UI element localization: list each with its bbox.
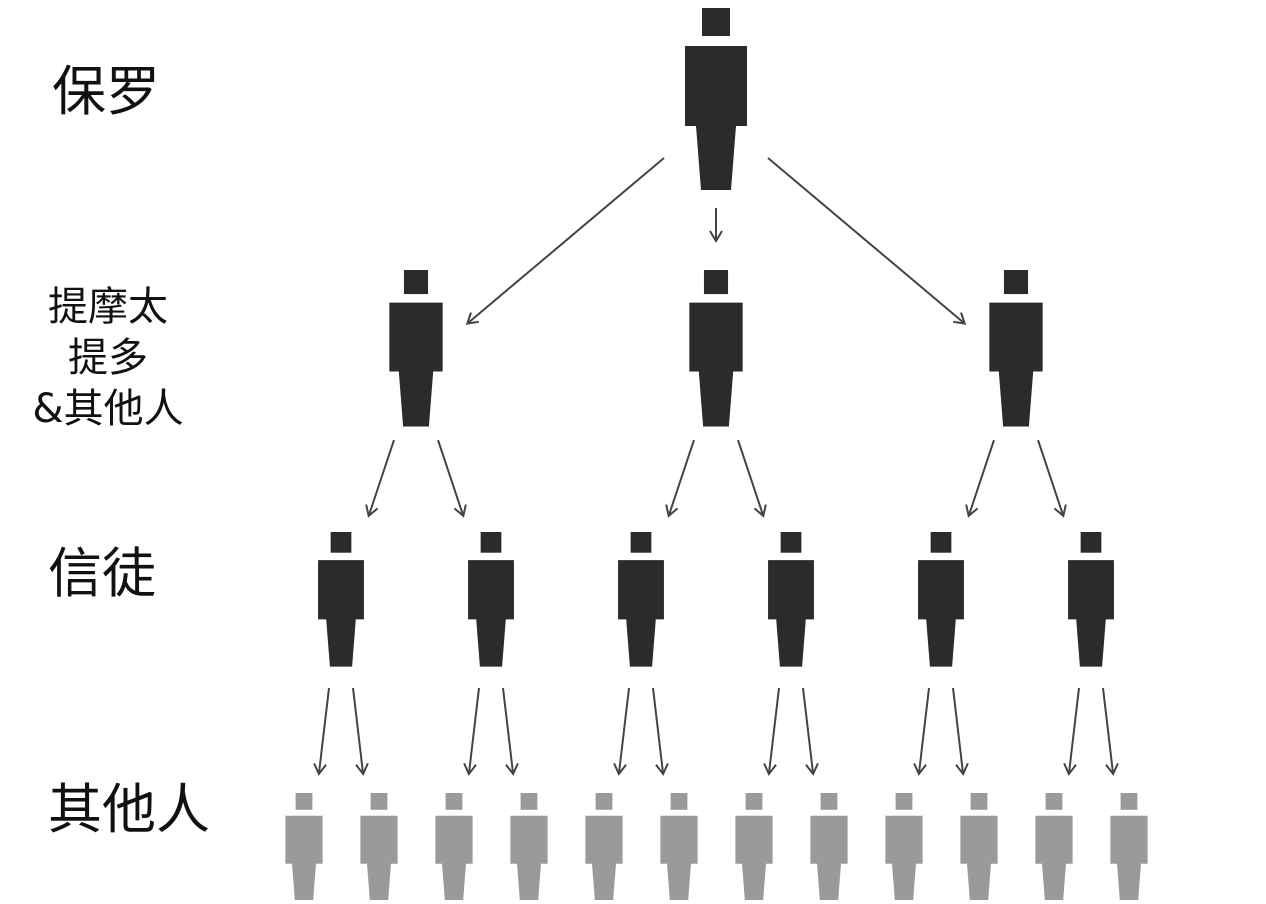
arrow-l2-5-right bbox=[952, 687, 969, 776]
person-icon-others-8 bbox=[810, 793, 848, 903]
person-icon-others-1 bbox=[285, 793, 323, 903]
person-body bbox=[918, 560, 964, 667]
level-label-line-1: 提摩太 bbox=[48, 284, 168, 330]
arrow-l1-3-left bbox=[965, 439, 995, 518]
arrow-l2-3-left bbox=[613, 687, 630, 776]
person-head bbox=[745, 793, 763, 810]
arrow-l1-3-right bbox=[1037, 439, 1067, 518]
arrow-l2-1-right bbox=[352, 687, 369, 776]
level-label-line-2: 提多 bbox=[68, 335, 148, 382]
arrow-l2-1-left bbox=[313, 687, 330, 776]
person-body bbox=[660, 815, 698, 903]
person-head bbox=[295, 793, 313, 810]
person-body bbox=[389, 302, 443, 427]
person-head bbox=[895, 793, 913, 810]
person-body bbox=[468, 560, 514, 667]
person-head bbox=[480, 532, 502, 553]
person-head bbox=[780, 532, 802, 553]
person-head bbox=[1080, 532, 1102, 553]
arrow-l1-2-left bbox=[665, 439, 695, 518]
person-head bbox=[520, 793, 538, 810]
arrow-l2-5-left bbox=[913, 687, 930, 776]
person-icon-believers-6 bbox=[1068, 532, 1114, 667]
person-icon-believers-2 bbox=[468, 532, 514, 667]
person-icon-others-11 bbox=[1035, 793, 1073, 903]
person-body bbox=[285, 815, 323, 903]
arrow-l2-3-right bbox=[652, 687, 669, 776]
person-body bbox=[1110, 815, 1148, 903]
person-body bbox=[1068, 560, 1114, 667]
level-label-timothy-titus: 提摩太 提多 &其他人 bbox=[20, 282, 196, 436]
person-head bbox=[403, 270, 429, 295]
person-icon-others-7 bbox=[735, 793, 773, 903]
arrow-l1-1-right bbox=[437, 439, 467, 518]
arrows-layer bbox=[313, 157, 1119, 776]
person-icon-others-5 bbox=[585, 793, 623, 903]
level-label-believers: 信徒 bbox=[48, 542, 156, 605]
arrow-paul-to-right bbox=[767, 157, 967, 325]
arrow-l2-4-left bbox=[763, 687, 780, 776]
person-body bbox=[318, 560, 364, 667]
person-head bbox=[930, 532, 952, 553]
person-icon-paul-1 bbox=[685, 8, 747, 190]
person-body bbox=[1035, 815, 1073, 903]
person-icon-timothy-titus-2 bbox=[689, 270, 743, 427]
person-body bbox=[685, 46, 747, 190]
person-body bbox=[885, 815, 923, 903]
person-icon-others-3 bbox=[435, 793, 473, 903]
person-head bbox=[703, 270, 729, 295]
person-icon-believers-4 bbox=[768, 532, 814, 667]
person-icon-others-9 bbox=[885, 793, 923, 903]
person-body bbox=[989, 302, 1043, 427]
person-icon-others-10 bbox=[960, 793, 998, 903]
person-head bbox=[370, 793, 388, 810]
person-icon-others-6 bbox=[660, 793, 698, 903]
arrow-l2-6-right bbox=[1102, 687, 1119, 776]
person-head bbox=[595, 793, 613, 810]
person-body bbox=[810, 815, 848, 903]
person-head bbox=[1003, 270, 1029, 295]
arrow-l1-1-left bbox=[365, 439, 395, 518]
person-head bbox=[702, 8, 730, 36]
person-icon-others-12 bbox=[1110, 793, 1148, 903]
person-body bbox=[689, 302, 743, 427]
person-head bbox=[330, 532, 352, 553]
level-label-paul: 保罗 bbox=[52, 60, 160, 123]
person-icon-others-2 bbox=[360, 793, 398, 903]
person-head bbox=[1045, 793, 1063, 810]
level-label-line-3: &其他人 bbox=[32, 386, 184, 433]
person-icon-others-4 bbox=[510, 793, 548, 903]
person-body bbox=[435, 815, 473, 903]
person-body bbox=[768, 560, 814, 667]
person-body bbox=[360, 815, 398, 903]
person-icon-timothy-titus-1 bbox=[389, 270, 443, 427]
person-icon-believers-1 bbox=[318, 532, 364, 667]
arrow-l2-4-right bbox=[802, 687, 819, 776]
arrow-paul-to-left bbox=[465, 157, 665, 325]
person-head bbox=[445, 793, 463, 810]
person-body bbox=[960, 815, 998, 903]
arrow-l2-2-left bbox=[463, 687, 480, 776]
person-icon-believers-5 bbox=[918, 532, 964, 667]
person-head bbox=[670, 793, 688, 810]
person-body bbox=[735, 815, 773, 903]
person-head bbox=[1120, 793, 1138, 810]
person-head bbox=[970, 793, 988, 810]
person-head bbox=[820, 793, 838, 810]
arrow-l1-2-right bbox=[737, 439, 767, 518]
arrow-l2-6-left bbox=[1063, 687, 1080, 776]
level-label-others: 其他人 bbox=[48, 778, 210, 841]
person-body bbox=[618, 560, 664, 667]
figures-layer bbox=[285, 8, 1148, 903]
person-icon-timothy-titus-3 bbox=[989, 270, 1043, 427]
person-body bbox=[585, 815, 623, 903]
person-icon-believers-3 bbox=[618, 532, 664, 667]
person-head bbox=[630, 532, 652, 553]
arrow-l2-2-right bbox=[502, 687, 519, 776]
person-body bbox=[510, 815, 548, 903]
